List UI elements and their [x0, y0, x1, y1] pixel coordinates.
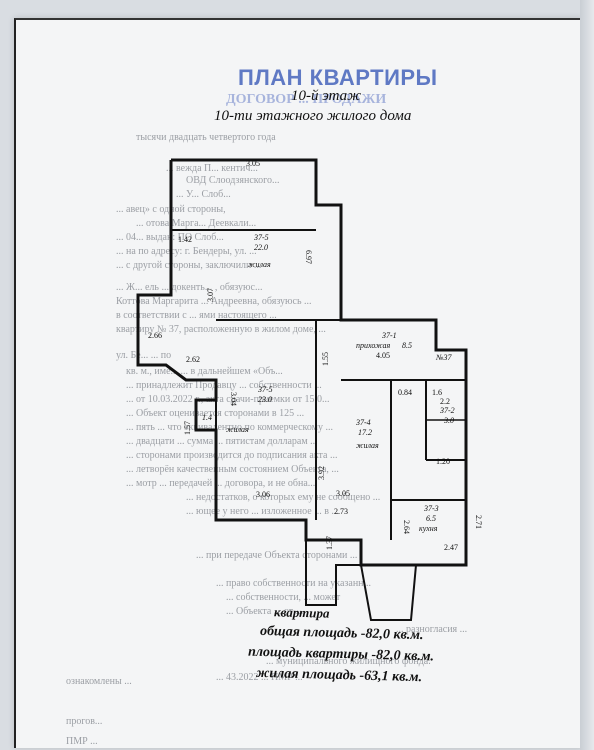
- contract-line: ... на по адресу: г. Бендеры, ул. ...: [116, 246, 257, 257]
- dim-14: 3.92: [317, 466, 326, 480]
- contract-line: ОВД Слоодзянского...: [186, 175, 280, 186]
- dim-2: 1.42: [178, 235, 192, 244]
- contract-line: ... право собственности на указанн...: [216, 578, 372, 589]
- contract-line: ... с другой стороны, заключили ...: [116, 260, 262, 271]
- contract-line: ул. Бе... ... по: [116, 350, 172, 361]
- contract-line: ПМР ...: [66, 736, 98, 747]
- closet-area: 1.4: [202, 413, 212, 422]
- contract-line: ... У... Слоб...: [176, 189, 231, 200]
- contract-line: квартиру № 37, расположенную в жилом дом…: [116, 324, 326, 335]
- room-4-number: 37-4: [355, 418, 371, 427]
- contract-line: ознакомлены ...: [66, 676, 132, 687]
- contract-line: ... принадлежит Продавцу ... собственнос…: [126, 380, 322, 391]
- floor-plan: 37-5 22.0 жилая 37-5 23.0 жилая 37-4 17.…: [136, 158, 483, 621]
- contract-line: ... муниципального жилищного фонда.: [266, 656, 431, 667]
- dim-18: 2.64: [402, 520, 411, 534]
- contract-line: ... разногласия ...: [396, 624, 468, 635]
- contract-line: ... вежда П... кентич...: [166, 163, 258, 174]
- contract-line: ... отова Марга... Деевкали...: [136, 218, 257, 229]
- scan-edge: [580, 0, 594, 750]
- contract-line: ... недостатков, о которых ему не сообще…: [186, 492, 381, 503]
- contract-line: ... летворён качественным состоянием Объ…: [126, 464, 339, 475]
- room-1-area: 8.5: [402, 341, 412, 350]
- dim-10: 1.57: [183, 421, 192, 435]
- dim-12: 1.6: [432, 388, 442, 397]
- contract-line: ... мотр ... передачей ... договора, и н…: [126, 478, 316, 489]
- stamp-title: ПЛАН КВАРТИРЫ: [238, 65, 438, 90]
- document-sheet: тысячи двадцать четвертого года ... вежда…: [14, 18, 582, 748]
- dim-5: 2.66: [148, 331, 162, 340]
- dim-6: 2.62: [186, 355, 200, 364]
- summary-heading: квартира: [273, 604, 330, 621]
- contract-line: кв. м., име... ... в дальнейшем «Объ...: [126, 366, 283, 377]
- dim-8: 1.55: [321, 352, 330, 366]
- room-6-label: жилая: [248, 260, 271, 269]
- room-1-number: 37-1: [381, 331, 397, 340]
- building-label: 10-ти этажного жилого дома: [214, 108, 412, 124]
- contract-line: ... двадцати ... сумма ... пятистам долл…: [126, 436, 318, 447]
- room-3-number: 37-3: [423, 504, 439, 513]
- floor-label: 10-й этаж: [291, 88, 362, 104]
- room-5-label: жилая: [226, 425, 249, 434]
- contract-line: ... Ж... ель ... докенть... , обязуюс...: [116, 282, 263, 293]
- room-1-label: прихожая: [356, 341, 390, 350]
- room-4-label: жилая: [356, 441, 379, 450]
- dim-9: 4.05: [376, 351, 390, 360]
- dim-19: 1.37: [325, 536, 334, 550]
- room-2-area: 3.0: [443, 416, 454, 425]
- contract-line: ... собственности, ... может: [226, 592, 341, 603]
- dim-16: 3.05: [336, 489, 350, 498]
- dim-17: 2.73: [334, 507, 348, 516]
- contract-line: прогов...: [66, 716, 103, 727]
- contract-line: ... ющее у него ... изложенное ... в ...: [186, 506, 339, 517]
- room-5-area: 23.0: [258, 395, 272, 404]
- dim-1: 3.05: [246, 159, 260, 168]
- contract-line: ... при передаче Объекта сторонами ...: [196, 550, 358, 561]
- dim-4: 3.07: [206, 288, 215, 302]
- apartment-number: №37: [435, 353, 453, 362]
- contract-line: ... 43.2022 ... ПМР ...: [216, 672, 303, 683]
- room-4-area: 17.2: [358, 428, 372, 437]
- contract-line: ... сторонами производится до подписания…: [126, 450, 338, 461]
- room-6-area: 22.0: [254, 243, 268, 252]
- contract-line: ... Объекта ... от ...: [226, 606, 304, 617]
- dim-22: 2.2: [440, 397, 450, 406]
- contract-line: ... от 10.03.2022 г., акта сдачи-приемки…: [126, 394, 330, 405]
- dim-21: 2.47: [444, 543, 458, 552]
- balcony: [305, 540, 361, 606]
- room-3-label: кухня: [419, 524, 438, 533]
- room-5-number: 37-5: [257, 385, 273, 394]
- room-3-area: 6.5: [426, 514, 436, 523]
- contract-line: Коттова Маргарита ... Андреевна, обязуюс…: [116, 296, 312, 307]
- dim-3: 6.97: [304, 250, 313, 264]
- dim-7: 3.04: [229, 392, 238, 406]
- room-6-number: 37-5: [253, 233, 269, 242]
- contract-line: в соответствии с ... ями настоящего ...: [116, 310, 277, 321]
- contract-line: тысячи двадцать четвертого года: [136, 132, 276, 143]
- dim-15: 3.06: [256, 490, 270, 499]
- stamp-subtitle: ДОГОВОР ... ПРОДАЖИ: [226, 92, 387, 107]
- balcony-front: [360, 564, 417, 621]
- room-2-number: 37-2: [439, 406, 455, 415]
- dim-11: 0.84: [398, 388, 412, 397]
- dim-13: 1.20: [436, 457, 450, 466]
- contract-line: ... пять ... что эквивалентно по коммерч…: [126, 422, 333, 433]
- dim-20: 2.71: [474, 515, 483, 529]
